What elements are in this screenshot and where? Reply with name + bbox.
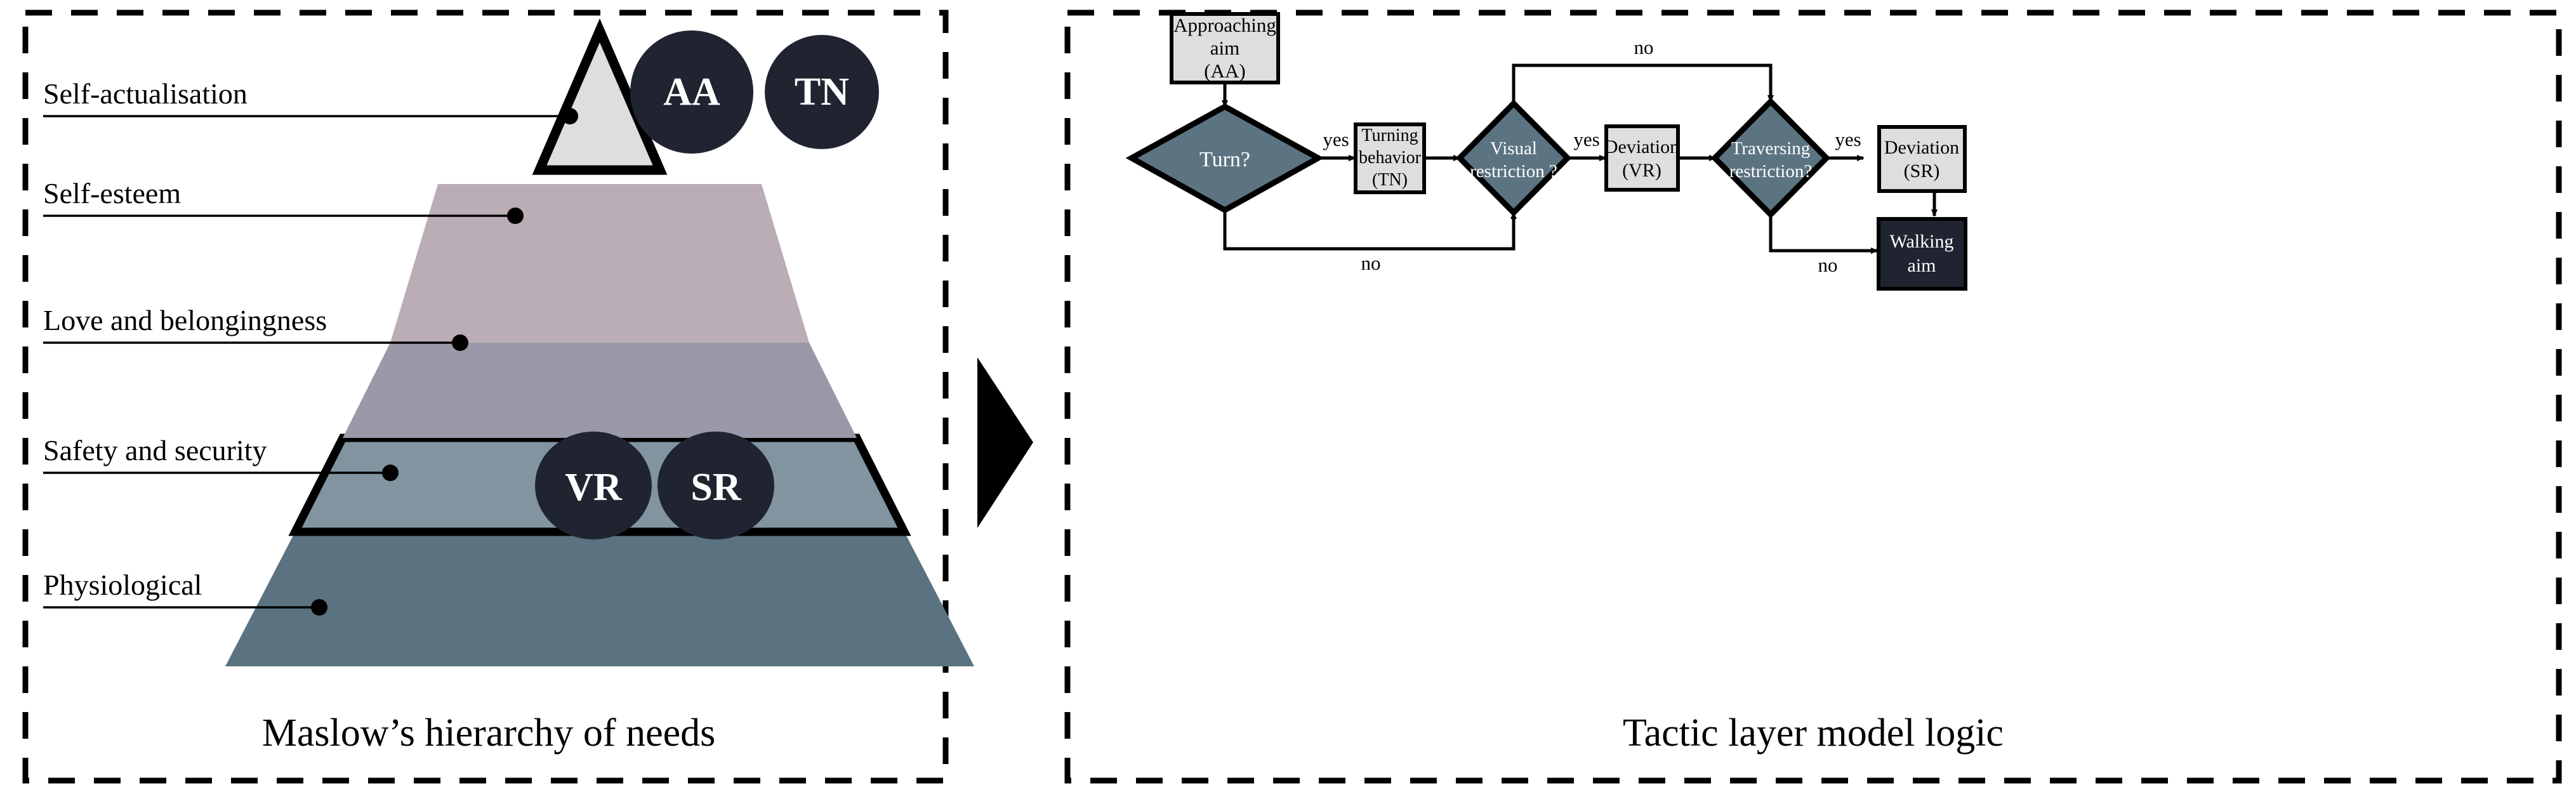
badge-tn-label: TN [795,70,849,114]
node-approaching-aim-line3: (AA) [1204,60,1245,82]
node-traversing-restriction-decision: Traversing restriction? [1710,97,1831,219]
node-visual-restriction-decision: Visual restriction ? [1455,99,1572,217]
edge-label-turn-yes: yes [1323,128,1349,150]
pyramid-label-self-actualisation: Self-actualisation [43,77,248,110]
edge-label-traversing-no: no [1818,254,1838,276]
node-deviation-vr-line1: Deviation [1604,136,1679,157]
node-deviation-sr-line1: Deviation [1884,137,1959,158]
node-turning-behavior-line1: Turning [1361,126,1418,145]
node-turning-behavior-line2: behavior [1359,148,1422,168]
edge-label-traversing-yes: yes [1835,128,1861,150]
badge-vr: VR [535,432,652,539]
tactic-edges [1222,63,1938,254]
node-approaching-aim: Approaching aim (AA) [1170,12,1280,84]
pyramid-level-esteem [390,184,809,343]
edge-visual-no [1512,63,1774,103]
node-deviation-sr: Deviation (SR) [1877,125,1967,193]
pyramid-label-self-esteem: Self-esteem [43,177,181,209]
panel-tactic: Approaching aim (AA) Turn? Turning behav… [1064,10,2562,784]
edge-label-turn-no: no [1361,252,1381,274]
node-traversing-restriction-line1: Traversing [1731,138,1811,159]
panel-maslow-caption: Maslow’s hierarchy of needs [262,711,716,755]
edge-label-visual-yes: yes [1573,128,1599,150]
node-walking-aim: Walking aim [1877,217,1967,291]
panel-tactic-caption: Tactic layer model logic [1623,711,2004,755]
node-deviation-sr-line2: (SR) [1904,161,1940,182]
badge-aa: AA [630,30,753,154]
node-turn-label: Turn? [1199,148,1250,171]
pyramid-level-love [343,343,857,438]
edge-label-visual-no: no [1634,36,1654,58]
node-traversing-restriction-line2: restriction? [1729,161,1812,182]
node-visual-restriction-line1: Visual [1490,138,1537,159]
pyramid-label-physiological: Physiological [43,569,202,601]
node-turning-behavior: Turning behavior (TN) [1354,122,1426,194]
pyramid-label-love-and-belongingness: Love and belongingness [43,304,327,336]
node-deviation-vr: Deviation (VR) [1604,124,1680,192]
badge-tn: TN [765,35,879,149]
pyramid-leader-lines [43,108,578,616]
edge-traversing-no [1769,215,1879,254]
badge-sr-label: SR [690,466,741,509]
node-approaching-aim-line1: Approaching [1173,14,1276,36]
badge-aa-label: AA [663,70,720,114]
pyramid-level-self-actualisation [532,18,668,175]
node-walking-aim-line2: aim [1908,255,1936,276]
badge-vr-label: VR [565,466,623,509]
panel-tactic-border [1064,10,2562,784]
pyramid-label-safety-and-security: Safety and security [43,434,267,466]
node-turn-decision: Turn? [1125,103,1324,214]
node-deviation-vr-line2: (VR) [1622,160,1661,181]
node-walking-aim-line1: Walking [1890,231,1954,252]
panel-maslow-border [22,10,949,784]
badge-sr: SR [657,432,774,539]
pyramid-level-physiological [225,532,974,666]
node-turning-behavior-line3: (TN) [1372,170,1408,190]
panel-transition-arrow [977,357,1033,528]
node-visual-restriction-line2: restriction ? [1470,161,1557,182]
panel-maslow: Self-actualisation Self-esteem Love and … [22,10,974,784]
node-approaching-aim-line2: aim [1210,37,1240,59]
edge-turn-no [1223,210,1517,251]
